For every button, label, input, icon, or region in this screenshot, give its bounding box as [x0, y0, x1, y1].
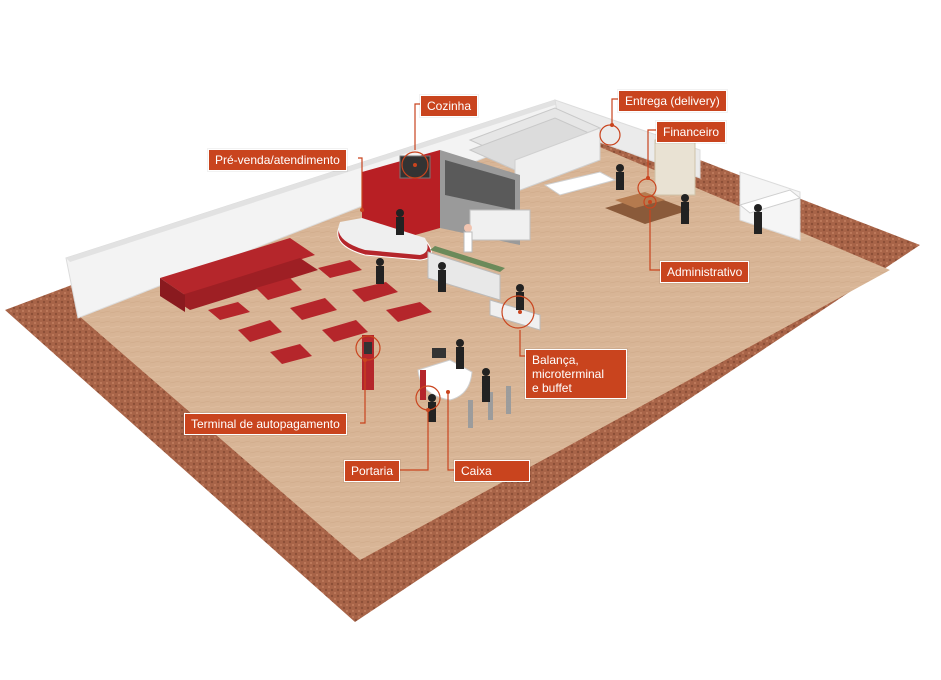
cashier-station: [417, 348, 473, 401]
label-cozinha: Cozinha: [420, 95, 479, 117]
turnstiles: [468, 386, 511, 428]
label-portaria: Portaria: [344, 460, 401, 482]
dining-tables: [208, 260, 432, 364]
label-financeiro: Financeiro: [656, 121, 727, 143]
left-wall-top: [66, 100, 558, 262]
leader-lines: [355, 98, 660, 471]
people: [376, 164, 762, 422]
label-administrativo: Administrativo: [660, 261, 750, 283]
booth-seating: [160, 238, 318, 312]
label-caixa: Caixa: [454, 460, 530, 482]
office-area: [543, 139, 802, 224]
pre-sale-counter: [337, 218, 432, 261]
label-pre-venda: Pré-venda/atendimento: [208, 149, 347, 171]
self-payment-kiosk: [362, 335, 374, 390]
leader-dots: [360, 123, 652, 412]
label-balanca: Balança, microterminal e buffet: [525, 349, 627, 399]
label-entrega: Entrega (delivery): [618, 90, 727, 112]
label-terminal: Terminal de autopagamento: [184, 413, 347, 435]
